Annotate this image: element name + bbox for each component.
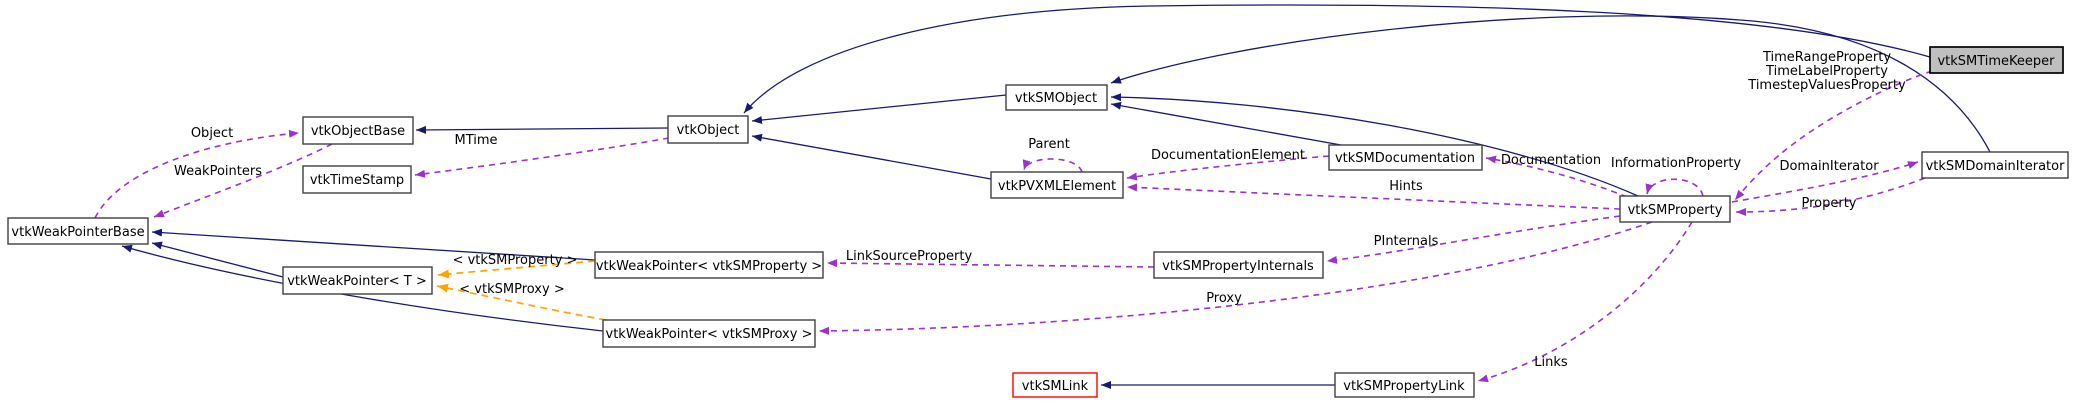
edge-label-timelabelproperty: TimeLabelProperty: [1765, 64, 1888, 79]
nodes: vtkWeakPointerBase vtkObjectBase vtkTime…: [7, 46, 2069, 398]
edge-label-pinternals: PInternals: [1374, 234, 1439, 249]
node-vtkweakpointerbase[interactable]: vtkWeakPointerBase: [7, 217, 149, 245]
edge-usage-proxy: [818, 221, 1653, 335]
node-label-vtksmproperty: vtkSMProperty: [1628, 203, 1723, 218]
edge-label-documentationelement: DocumentationElement: [1151, 148, 1305, 163]
node-label-vtksmdomainiterator: vtkSMDomainIterator: [1926, 159, 2066, 174]
node-vtksmdomainiterator[interactable]: vtkSMDomainIterator: [1921, 151, 2069, 179]
node-label-vtksmpropertyinternals: vtkSMPropertyInternals: [1162, 259, 1314, 274]
edge-inherit-vtksmproperty-vtksmobject: [1110, 93, 1639, 197]
edge-label-timestepvaluesproperty: TimestepValuesProperty: [1747, 78, 1906, 93]
node-vtktimestamp[interactable]: vtkTimeStamp: [302, 165, 412, 194]
edge-usage-property: [1735, 177, 1926, 216]
edge-label-template-smproxy: < vtkSMProxy >: [459, 282, 564, 297]
edge-label-links: Links: [1534, 355, 1568, 370]
node-vtksmobject[interactable]: vtkSMObject: [1005, 84, 1108, 111]
edge-label-timerangeproperty: TimeRangeProperty: [1762, 50, 1891, 65]
node-vtkpvxmlelement[interactable]: vtkPVXMLElement: [990, 171, 1124, 199]
node-label-vtksmlink: vtkSMLink: [1022, 379, 1089, 394]
edge-template-smproxy: [436, 283, 607, 321]
node-label-vtkweakpointer-vtksmproxy: vtkWeakPointer< vtkSMProxy >: [606, 327, 813, 342]
edge-usage-parent-selfloop: [1022, 158, 1083, 173]
edge-label-property: Property: [1801, 196, 1856, 211]
node-vtksmpropertyinternals[interactable]: vtkSMPropertyInternals: [1153, 251, 1324, 279]
usage-edges: [94, 70, 1933, 383]
edge-usage-pinternals: [1326, 215, 1621, 264]
node-vtksmtimekeeper[interactable]: vtkSMTimeKeeper: [1929, 46, 2064, 74]
node-vtksmpropertylink[interactable]: vtkSMPropertyLink: [1334, 372, 1475, 398]
edge-usage-object: [94, 129, 300, 219]
edge-label-proxy: Proxy: [1206, 291, 1242, 306]
edge-label-documentation: Documentation: [1501, 153, 1601, 168]
edge-usage-links: [1477, 221, 1693, 383]
node-vtkweakpointer-vtksmproperty[interactable]: vtkWeakPointer< vtkSMProperty >: [594, 251, 824, 279]
inheritance-edges: [121, 4, 1991, 389]
node-label-vtksmdocumentation: vtkSMDocumentation: [1335, 151, 1475, 166]
edge-usage-hints: [1126, 183, 1621, 210]
node-label-vtkweakpointer-vtksmproperty: vtkWeakPointer< vtkSMProperty >: [596, 259, 822, 274]
edge-inherit-vtksmtimekeeper-vtkobject: [743, 4, 1931, 114]
node-label-vtksmtimekeeper: vtkSMTimeKeeper: [1937, 54, 2055, 69]
node-label-vtktimestamp: vtkTimeStamp: [310, 173, 404, 188]
node-label-vtksmobject: vtkSMObject: [1015, 91, 1097, 106]
edge-usage-mtime: [414, 137, 670, 178]
edge-usage-domainiterator: [1731, 161, 1919, 203]
node-label-vtkweakpointerbase: vtkWeakPointerBase: [11, 225, 144, 240]
edge-labels: Object WeakPointers MTime Parent Documen…: [174, 50, 1906, 370]
edge-label-linksourceproperty: LinkSourceProperty: [846, 249, 973, 264]
edge-inherit-vtkweakpointert-vtkweakpointerbase: [151, 241, 284, 278]
node-vtkobjectbase[interactable]: vtkObjectBase: [302, 116, 414, 145]
edge-usage-documentationelement: [1126, 155, 1330, 181]
edge-usage-documentation: [1485, 155, 1628, 198]
edge-label-object: Object: [191, 126, 233, 141]
node-vtkobject[interactable]: vtkObject: [667, 115, 749, 144]
node-label-vtksmpropertylink: vtkSMPropertyLink: [1343, 379, 1465, 394]
node-label-vtkobjectbase: vtkObjectBase: [311, 124, 405, 139]
edge-label-domainiterator: DomainIterator: [1779, 159, 1879, 174]
edge-inherit-vtksmdocumentation-vtksmobject: [1110, 101, 1342, 146]
node-vtkweakpointer-t[interactable]: vtkWeakPointer< T >: [282, 266, 433, 295]
node-vtksmproperty[interactable]: vtkSMProperty: [1619, 195, 1731, 223]
template-edges: [436, 260, 607, 321]
node-vtksmdocumentation[interactable]: vtkSMDocumentation: [1328, 144, 1483, 171]
edge-inherit-vtkweakpointersmproperty-vtkweakpointerbase: [151, 228, 596, 261]
edge-usage-informationproperty-selfloop: [1645, 178, 1704, 197]
node-label-vtkobject: vtkObject: [677, 123, 740, 138]
node-label-vtkweakpointer-t: vtkWeakPointer< T >: [287, 274, 427, 289]
edge-usage-timekeeper-properties: [1734, 70, 1933, 201]
edge-inherit-vtksmdomainiterator-vtksmobject: [1110, 15, 1991, 153]
node-vtksmlink[interactable]: vtkSMLink: [1012, 372, 1098, 398]
edge-inherit-vtkobject-vtkobjectbase: [415, 125, 669, 134]
edge-label-informationproperty: InformationProperty: [1611, 156, 1742, 171]
edge-label-mtime: MTime: [454, 133, 497, 148]
edge-label-weakpointers: WeakPointers: [174, 164, 262, 179]
edge-label-hints: Hints: [1389, 179, 1423, 194]
edge-inherit-vtkpvxmlelement-vtkobject: [751, 133, 992, 180]
node-label-vtkpvxmlelement: vtkPVXMLElement: [998, 179, 1116, 194]
edge-label-template-smproperty: < vtkSMProperty >: [453, 253, 578, 268]
edge-inherit-vtksmobject-vtkobject: [751, 94, 1007, 124]
edge-label-parent: Parent: [1028, 137, 1070, 152]
node-vtkweakpointer-vtksmproxy[interactable]: vtkWeakPointer< vtkSMProxy >: [602, 319, 816, 348]
